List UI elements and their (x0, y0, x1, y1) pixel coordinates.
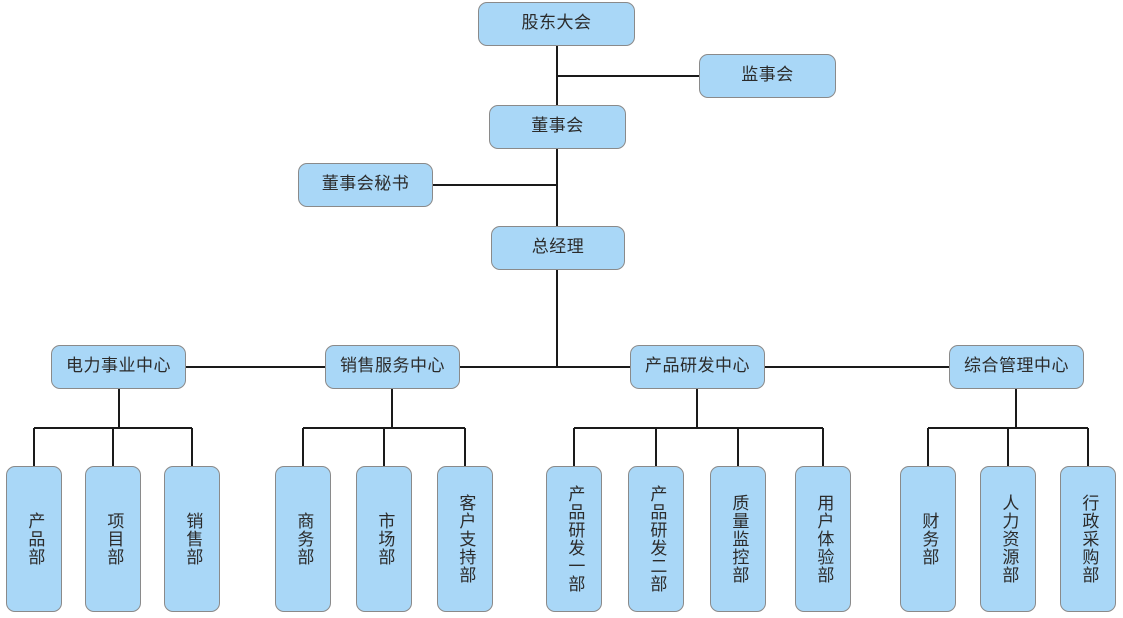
node-general-manager[interactable]: 总经理 (491, 226, 625, 270)
node-label: 人力资源部 (998, 494, 1019, 584)
node-label: 市场部 (374, 512, 395, 566)
node-user-experience-dept[interactable]: 用户体验部 (795, 466, 851, 612)
node-label: 股东大会 (521, 13, 592, 34)
node-label: 用户体验部 (813, 494, 834, 584)
node-label: 质量监控部 (728, 494, 749, 584)
node-admin-procurement-dept[interactable]: 行政采购部 (1060, 466, 1116, 612)
node-project-dept[interactable]: 项目部 (85, 466, 141, 612)
node-label: 财务部 (918, 512, 939, 566)
node-business-dept[interactable]: 商务部 (275, 466, 331, 612)
node-customer-support-dept[interactable]: 客户支持部 (437, 466, 493, 612)
node-label: 产品研发中心 (645, 356, 750, 377)
node-label: 销售服务中心 (340, 356, 445, 377)
node-sales-dept[interactable]: 销售部 (164, 466, 220, 612)
node-label: 综合管理中心 (964, 356, 1069, 377)
node-board-secretary[interactable]: 董事会秘书 (298, 163, 433, 207)
node-marketing-dept[interactable]: 市场部 (356, 466, 412, 612)
node-label: 产品研发二部 (646, 485, 667, 593)
node-label: 客户支持部 (455, 494, 476, 584)
node-board-of-directors[interactable]: 董事会 (489, 105, 626, 149)
node-hr-dept[interactable]: 人力资源部 (980, 466, 1036, 612)
node-label: 产品研发一部 (564, 485, 585, 593)
node-supervisory-board[interactable]: 监事会 (699, 54, 836, 98)
node-label: 董事会 (531, 116, 584, 137)
node-label: 监事会 (741, 65, 794, 86)
node-shareholders-meeting[interactable]: 股东大会 (478, 2, 635, 46)
node-power-business-center[interactable]: 电力事业中心 (51, 345, 186, 389)
node-general-admin-center[interactable]: 综合管理中心 (949, 345, 1084, 389)
node-label: 电力事业中心 (66, 356, 171, 377)
node-label: 商务部 (293, 512, 314, 566)
node-label: 产品部 (24, 512, 45, 566)
node-label: 销售部 (182, 512, 203, 566)
node-product-rd-center[interactable]: 产品研发中心 (630, 345, 765, 389)
node-product-rd-first[interactable]: 产品研发一部 (546, 466, 602, 612)
node-label: 行政采购部 (1078, 494, 1099, 584)
node-label: 董事会秘书 (321, 174, 410, 195)
node-quality-control-dept[interactable]: 质量监控部 (710, 466, 766, 612)
node-label: 总经理 (531, 237, 585, 258)
node-product-rd-second[interactable]: 产品研发二部 (628, 466, 684, 612)
node-label: 项目部 (103, 512, 124, 566)
node-sales-service-center[interactable]: 销售服务中心 (325, 345, 460, 389)
node-finance-dept[interactable]: 财务部 (900, 466, 956, 612)
node-product-dept[interactable]: 产品部 (6, 466, 62, 612)
